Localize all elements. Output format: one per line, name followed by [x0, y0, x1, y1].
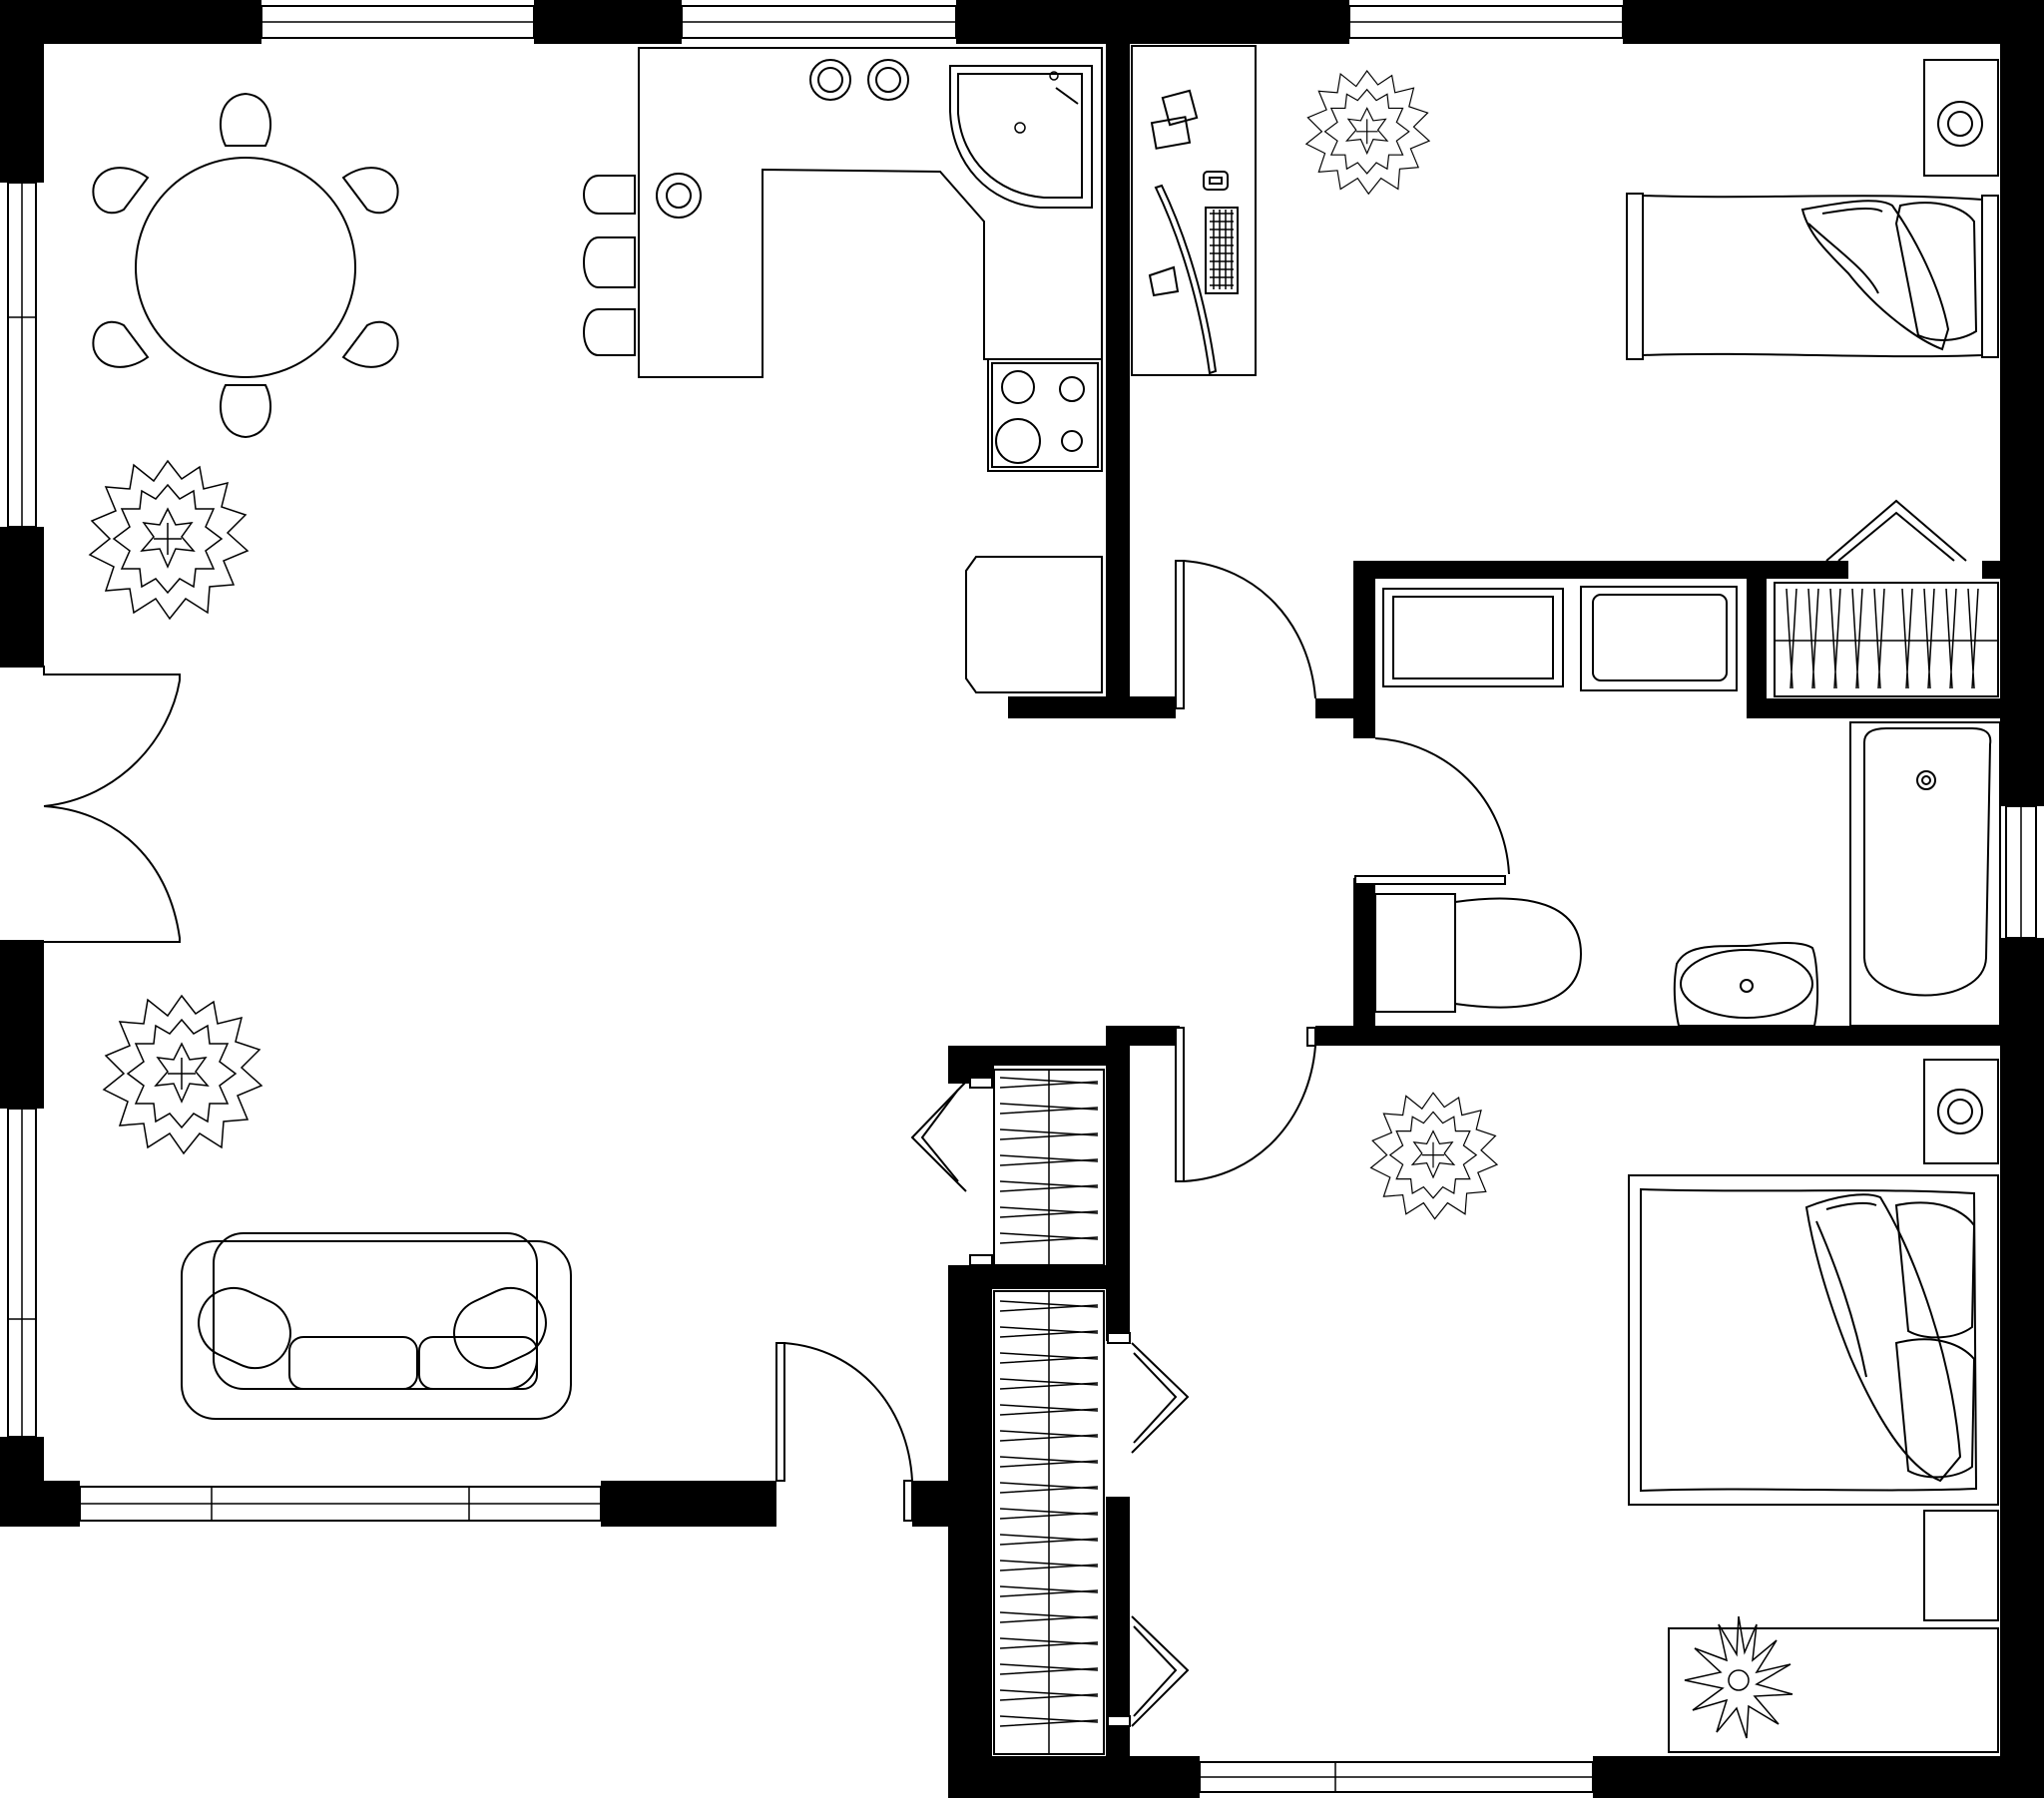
burner-small: [867, 59, 909, 101]
window-bottom-right: [1199, 1761, 1594, 1793]
wall-left-2: [0, 527, 44, 667]
wall-corridor-stub-right: [1315, 1026, 1375, 1046]
dining-chair: [92, 167, 150, 215]
door-living-bottom: [775, 1342, 913, 1522]
desk: [1131, 45, 1257, 376]
door-closet-hall: [910, 1077, 993, 1266]
doors: [0, 499, 1967, 1727]
nightstand-master-top: [1923, 1059, 1999, 1164]
window-bottom-left: [79, 1486, 602, 1522]
single-bed: [1626, 193, 1999, 360]
door-closet-master: [1107, 1332, 1190, 1727]
wall-bottom-left-1: [0, 1481, 80, 1527]
nightstand-master-bottom: [1923, 1510, 1999, 1621]
dining-table: [135, 157, 356, 378]
window-top-1: [260, 5, 535, 39]
plant-living-2: [103, 995, 262, 1154]
plant-bedroom-1: [1305, 70, 1430, 195]
wall-bath-stub: [1315, 698, 1375, 718]
window-top-3: [1348, 5, 1624, 39]
wall-master-left: [1106, 1026, 1130, 1267]
wall-left-3: [0, 941, 44, 1109]
nightstand-bedroom-1: [1923, 59, 1999, 177]
wall-bath-left-2: [1353, 878, 1375, 1028]
dresser: [1668, 1615, 1999, 1753]
wall-closet-sep: [1747, 579, 1767, 718]
window-left-2: [7, 1108, 37, 1438]
wall-bath-top-right: [1982, 561, 2044, 579]
closet-bedroom-1: [1774, 582, 1999, 697]
wall-top-3: [956, 0, 1349, 44]
closet-master: [993, 1290, 1105, 1755]
door-bathroom: [1354, 737, 1510, 885]
wall-closet-mid: [948, 1265, 1130, 1289]
plant-living-1: [89, 460, 249, 620]
wall-closet-bottom: [1747, 698, 2000, 718]
wall-right-1: [2000, 0, 2044, 806]
succulent: [1684, 1615, 1793, 1739]
window-left-1: [7, 182, 37, 528]
bathroom-sink: [1673, 942, 1819, 1027]
window-top-2: [681, 5, 957, 39]
dining-chair: [219, 92, 272, 147]
bar-stool: [583, 308, 636, 356]
dining-chair: [341, 320, 399, 368]
bar-stool: [583, 175, 636, 215]
kitchen-sink-corner: [949, 65, 1093, 209]
monitor: [1154, 184, 1218, 375]
double-bed: [1628, 1174, 1999, 1506]
bathtub: [1849, 721, 2001, 1027]
door-bedroom-closet: [1825, 499, 1967, 562]
wall-left-1: [0, 0, 44, 183]
dining-chair: [92, 320, 150, 368]
washer: [1382, 588, 1564, 687]
entrance-double-door: [0, 666, 181, 943]
wall-bath-left-1: [1353, 561, 1375, 738]
wall-kitchen-bottom: [1008, 696, 1176, 718]
windows: [7, 5, 2037, 1793]
wall-left-lower: [948, 1267, 992, 1798]
wall-top-4: [1623, 0, 2044, 44]
dining-chair: [341, 167, 399, 215]
closet-hall: [993, 1069, 1105, 1266]
dining-chair: [219, 384, 272, 439]
toilet: [1374, 893, 1583, 1013]
window-right: [2005, 805, 2037, 939]
wall-bath-top: [1353, 561, 1848, 579]
dryer: [1580, 586, 1738, 691]
wall-closet-top: [972, 1046, 1130, 1066]
wall-bottom-right-2: [1593, 1756, 2044, 1798]
door-bedroom-1: [1175, 560, 1316, 709]
bar-sink: [656, 173, 702, 219]
kitchen-counter: [583, 47, 1103, 693]
bar-stool: [583, 236, 636, 288]
wall-top-2: [534, 0, 682, 44]
door-master-bedroom: [1175, 1027, 1316, 1182]
plant-master-bedroom: [1369, 1092, 1498, 1220]
wall-right-2: [2000, 938, 2044, 1798]
wall-bottom-left-2: [601, 1481, 776, 1527]
wall-kitchen-bedroom: [1106, 44, 1130, 718]
wall-bath-bottom: [1353, 1026, 2044, 1046]
burner-small: [809, 59, 851, 101]
wall-closet-right-lower-2: [1106, 1716, 1130, 1798]
dining-set: [92, 92, 399, 439]
refrigerator: [965, 556, 1103, 693]
sofa: [181, 1232, 572, 1420]
stove: [987, 358, 1103, 472]
